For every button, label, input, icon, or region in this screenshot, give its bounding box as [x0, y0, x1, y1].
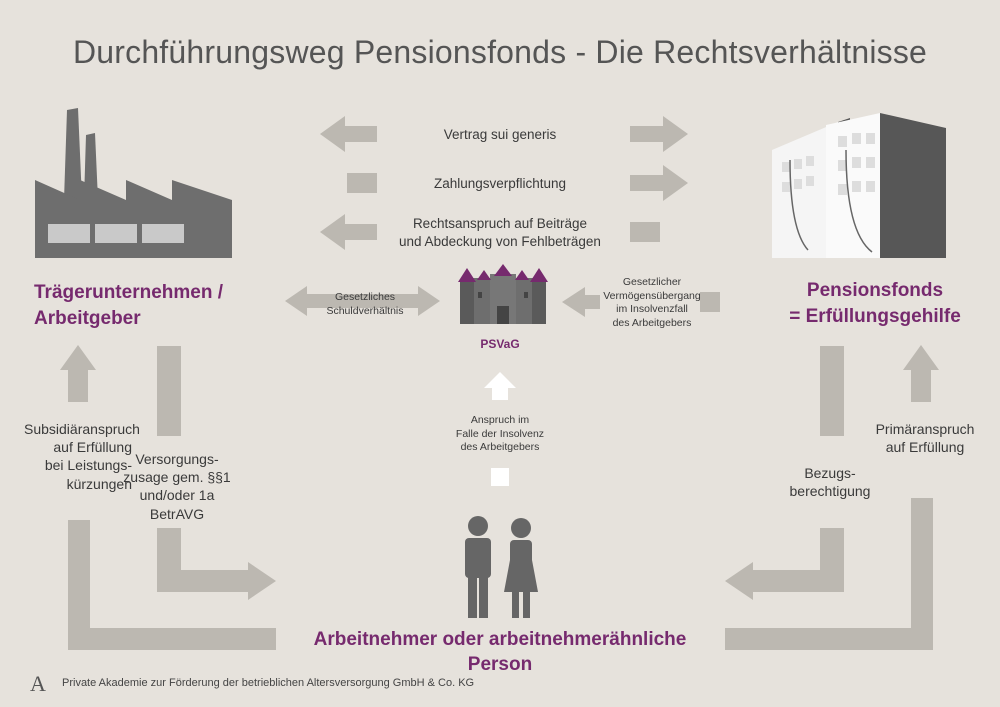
arrow-psv-up: [484, 372, 516, 400]
arrow-asset-left: [562, 287, 600, 317]
factory-icon: [35, 108, 232, 258]
arrow-entitlement-left: [725, 528, 844, 600]
label-contract: Vertrag sui generis: [443, 127, 557, 142]
party-employee: Arbeitnehmer oder arbeitnehmerähnliche P…: [313, 629, 687, 675]
label-payment: Zahlungsverpflichtung: [433, 176, 567, 191]
label-entitlement: Bezugs- berechtigung: [789, 465, 871, 500]
page-title: Durchführungsweg Pensionsfonds - Die Rec…: [72, 34, 928, 70]
relation-arrows: [60, 116, 939, 650]
arrow-subsidiary-up: [60, 345, 96, 402]
footer-logo: A: [30, 671, 46, 696]
label-statutory-debt: Gesetzliches Schuldverhältnis: [326, 291, 404, 317]
label-asset-transfer: Gesetzlicher Vermögensübergang im Insolv…: [603, 276, 701, 329]
bar-subsidiary-bottom: [68, 520, 276, 650]
label-claim: Rechtsanspruch auf Beiträge und Abdeckun…: [399, 216, 601, 249]
square-psv-bottom: [491, 468, 509, 486]
arrow-primary-up: [903, 345, 939, 402]
bar-commitment-top: [157, 346, 181, 436]
label-insolvency-claim: Anspruch im Falle der Insolvenz des Arbe…: [455, 414, 545, 454]
square-payment-left: [347, 173, 377, 193]
bar-entitlement-top: [820, 346, 844, 436]
label-pension-commitment: Versorgungs- zusage gem. §§1 und/oder 1a…: [123, 451, 231, 522]
office-building-icon: [772, 113, 946, 258]
party-employer: Trägerunternehmen / Arbeitgeber: [34, 282, 223, 329]
square-claim-right: [630, 222, 660, 242]
label-primary-claim: Primäranspruch auf Erfüllung: [875, 421, 975, 456]
party-fund: Pensionsfonds = Erfüllungsgehilfe: [789, 280, 961, 327]
label-subsidiary-claim: Subsidiäranspruch auf Erfüllung bei Leis…: [24, 421, 140, 492]
footer-text: Private Akademie zur Förderung der betri…: [62, 677, 475, 689]
arrow-payment-right: [630, 165, 688, 201]
castle-icon: [458, 264, 548, 324]
arrow-statutory-double: [285, 286, 440, 316]
arrow-commitment-right: [157, 528, 276, 600]
arrow-claim-left: [320, 214, 377, 250]
bar-primary-bottom: [725, 498, 933, 650]
party-psv: PSVaG: [480, 337, 520, 351]
people-icon: [465, 516, 538, 618]
arrow-contract-left: [320, 116, 377, 152]
square-asset-right: [700, 292, 720, 312]
arrow-contract-right: [630, 116, 688, 152]
